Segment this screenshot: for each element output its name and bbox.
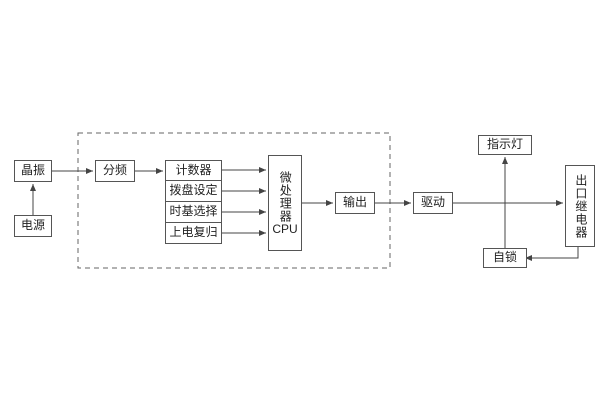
node-drive: 驱动 — [413, 192, 453, 214]
node-indicator-lamp: 指示灯 — [478, 135, 532, 155]
outlet-relay-label: 出口继电器 — [573, 173, 588, 239]
node-frequency-divider: 分频 — [95, 160, 135, 182]
node-outlet-relay: 出口继电器 — [565, 165, 595, 247]
node-timebase-select: 时基选择 — [165, 201, 222, 223]
node-dial-setting: 拨盘设定 — [165, 180, 222, 202]
node-counter: 计数器 — [165, 160, 222, 181]
cpu-sub-label: CPU — [272, 221, 298, 236]
node-microprocessor-cpu: 微处理器 CPU — [268, 155, 302, 251]
dashed-module-boundary — [77, 132, 391, 269]
node-output: 输出 — [335, 192, 375, 214]
cpu-vertical-label: 微处理器 — [278, 170, 293, 223]
node-power-on-reset: 上电复归 — [165, 222, 222, 244]
node-power-supply: 电源 — [14, 215, 52, 237]
arrow-relay-to-selflock-icon — [525, 247, 579, 261]
node-crystal-oscillator: 晶振 — [14, 160, 52, 182]
node-self-lock: 自锁 — [483, 248, 527, 268]
